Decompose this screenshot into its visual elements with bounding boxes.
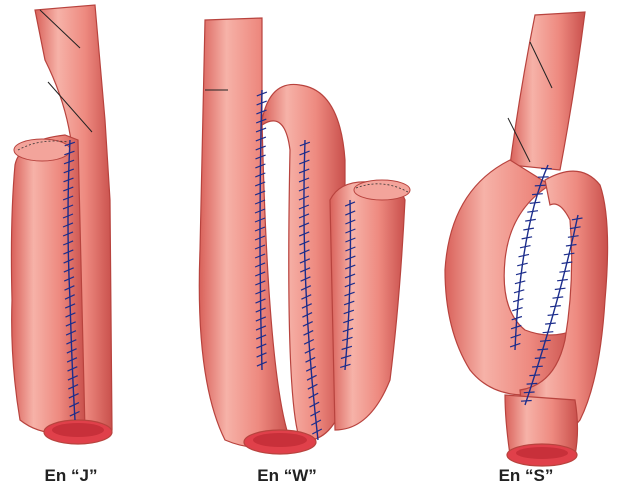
suture-stitch bbox=[559, 271, 570, 272]
suture-stitch bbox=[555, 288, 566, 289]
caption-w-pouch: En “W” bbox=[227, 466, 347, 486]
suture-stitch bbox=[521, 401, 532, 402]
s-afferent-limb bbox=[510, 12, 585, 170]
suture-stitch bbox=[530, 202, 541, 203]
w-closed-end bbox=[354, 180, 410, 200]
suture-stitch bbox=[562, 262, 573, 264]
w-left-limb bbox=[199, 18, 290, 448]
suture-stitch bbox=[535, 185, 546, 186]
suture-stitch bbox=[543, 332, 554, 333]
caption-s-pouch: En “S” bbox=[466, 466, 586, 486]
suture-stitch bbox=[525, 219, 536, 221]
suture-stitch bbox=[550, 306, 561, 307]
suture-stitch bbox=[545, 323, 556, 324]
suture-stitch bbox=[527, 383, 538, 384]
suture-stitch bbox=[553, 297, 564, 298]
suture-stitch bbox=[529, 375, 540, 376]
suture-stitch bbox=[557, 280, 568, 281]
suture-stitch bbox=[535, 358, 546, 359]
suture-stitch bbox=[527, 211, 538, 213]
w-pouch-drawing bbox=[199, 18, 410, 454]
s-pouch-drawing bbox=[445, 12, 608, 466]
j-pouch-drawing bbox=[11, 5, 112, 444]
w-right-limb bbox=[330, 182, 405, 430]
suture-stitch bbox=[548, 314, 559, 315]
caption-j-pouch: En “J” bbox=[11, 466, 131, 486]
suture-stitch bbox=[532, 366, 543, 367]
suture-stitch bbox=[524, 392, 535, 393]
